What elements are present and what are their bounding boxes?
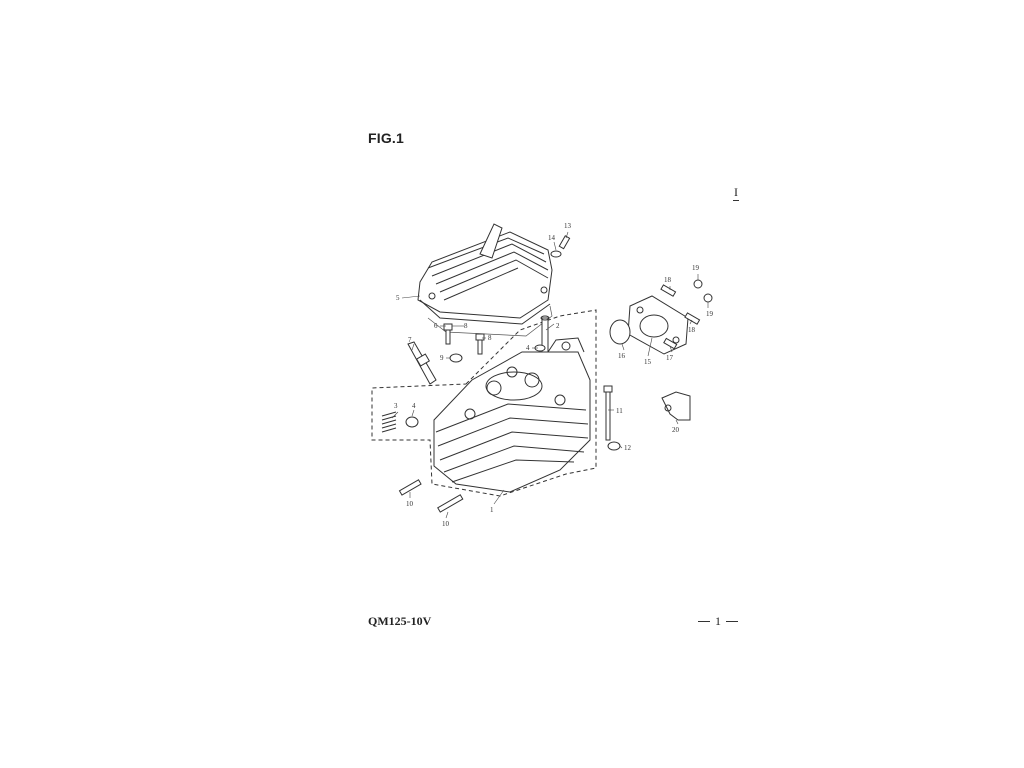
- callout-2: 2: [556, 322, 560, 330]
- nut: [703, 293, 713, 303]
- callout-6: 6: [434, 322, 438, 330]
- callout-4a: 4: [412, 402, 416, 410]
- callout-10a: 10: [406, 500, 414, 508]
- leader-lines: [391, 231, 709, 519]
- top-washer: [550, 250, 562, 258]
- cover-bolt: [443, 323, 453, 345]
- manifold-stud: [684, 312, 701, 325]
- bracket: [661, 391, 691, 421]
- cylinder-stud: [437, 494, 464, 513]
- callout-12: 12: [624, 444, 632, 452]
- section-mark: I: [733, 186, 739, 201]
- callout-3: 3: [394, 402, 398, 410]
- callout-19b: 19: [706, 310, 714, 318]
- cover-gasket: [427, 305, 553, 337]
- top-bolt: [558, 235, 571, 250]
- footer-page-number: 1: [698, 614, 738, 629]
- callout-14: 14: [548, 234, 556, 242]
- callout-1: 1: [490, 506, 494, 514]
- section-mark-label: I: [734, 185, 738, 199]
- stud-bolt: [540, 315, 550, 353]
- valve-spring: [381, 411, 397, 433]
- callout-16: 16: [618, 352, 626, 360]
- figure-title: FIG.1: [368, 130, 405, 146]
- manifold-stud: [660, 284, 677, 297]
- footer-model-number: QM125-10V: [368, 614, 432, 628]
- callout-5: 5: [396, 294, 400, 302]
- cylinder-head: [433, 337, 591, 493]
- section-mark-rule: [733, 200, 739, 201]
- callout-8b: 8: [488, 334, 492, 342]
- cover-bolt: [475, 333, 485, 355]
- callout-11: 11: [616, 407, 623, 415]
- callout-9: 9: [440, 354, 444, 362]
- callout-17: 17: [666, 354, 674, 362]
- spark-plug: [407, 341, 437, 385]
- nut: [693, 279, 703, 289]
- cylinder-stud: [398, 479, 422, 496]
- page-dash-right: [726, 621, 738, 622]
- callout-8a: 8: [464, 322, 468, 330]
- callout-18a: 18: [664, 276, 672, 284]
- callout-19a: 19: [692, 264, 700, 272]
- callout-15: 15: [644, 358, 652, 366]
- o-ring: [609, 319, 631, 345]
- callout-13: 13: [564, 222, 572, 230]
- manifold-stud: [663, 337, 678, 350]
- valve-seal: [405, 416, 419, 428]
- page-dash-left: [698, 621, 710, 622]
- callout-4b: 4: [526, 344, 530, 352]
- cylinder-head-cover: [417, 223, 553, 325]
- assembly-boundary: [371, 309, 597, 497]
- callout-10b: 10: [442, 520, 450, 528]
- washer: [449, 353, 463, 363]
- bolt-washer: [607, 441, 621, 451]
- intake-manifold: [627, 295, 689, 355]
- callout-18b: 18: [688, 326, 696, 334]
- page-number: 1: [715, 614, 721, 628]
- long-bolt: [603, 385, 613, 441]
- callout-7: 7: [408, 336, 412, 344]
- callout-20: 20: [672, 426, 680, 434]
